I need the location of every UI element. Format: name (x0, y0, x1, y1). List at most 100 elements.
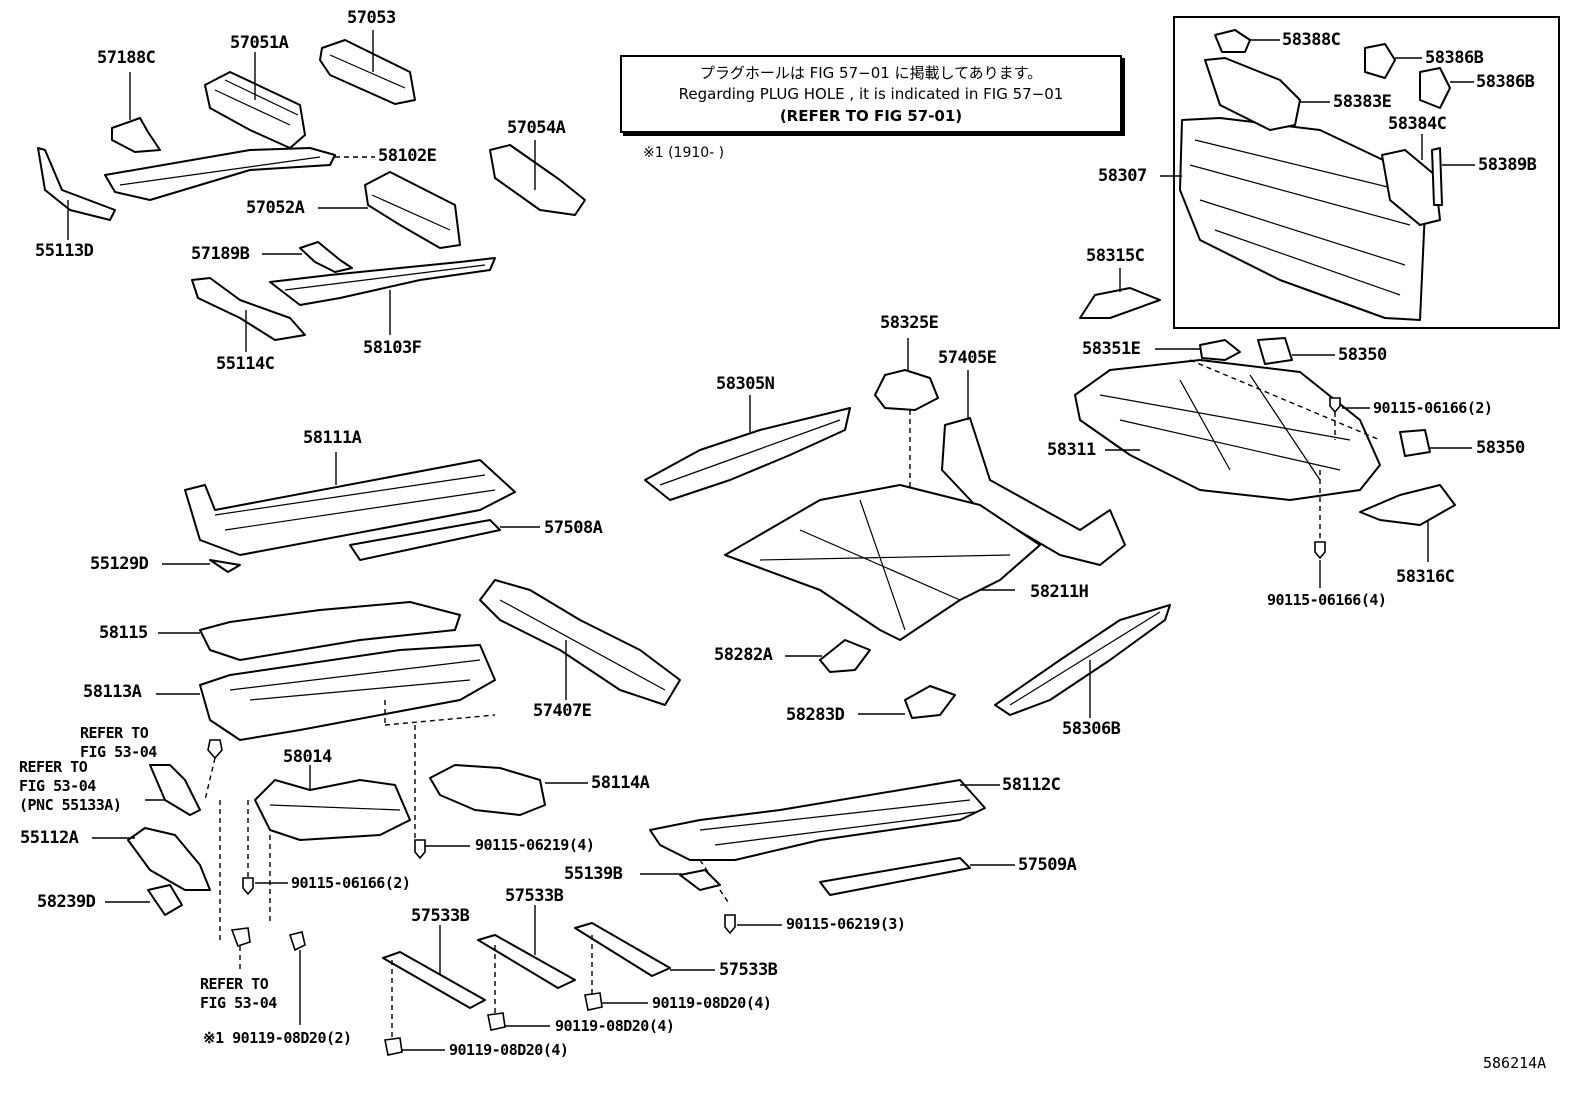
inset-frame (1173, 16, 1560, 329)
label-55139b: 55139B (564, 864, 623, 884)
part-58211h-shape (724, 484, 1041, 641)
part-58350-shape-2 (1399, 429, 1431, 457)
label-90119-08d20-4-a: 90119-08D20(4) (652, 994, 772, 1012)
bolt-ref-53-04-a-shape (207, 739, 223, 760)
label-90115-06219-3: 90115-06219(3) (786, 915, 906, 933)
label-refer-to-b-2: FIG 53-04 (19, 777, 96, 795)
label-58113a: 58113A (83, 682, 142, 702)
label-57188c: 57188C (97, 48, 156, 68)
label-58315c: 58315C (1086, 246, 1145, 266)
label-58115: 58115 (99, 623, 148, 643)
label-58384c: 58384C (1388, 114, 1447, 134)
label-57407e: 57407E (533, 701, 592, 721)
part-58102e-shape (104, 147, 336, 201)
label-58389b: 58389B (1478, 155, 1537, 175)
part-57188c-shape (111, 117, 161, 153)
label-58386b-1: 58386B (1425, 48, 1484, 68)
note-japanese: プラグホールは FIG 57−01 に掲載してあります。 (699, 64, 1043, 82)
label-55112a: 55112A (20, 828, 79, 848)
part-58389b-shape (1431, 147, 1443, 206)
label-90119-08d20-2: ※1 90119-08D20(2) (203, 1029, 352, 1047)
part-58014-shape (254, 779, 411, 841)
label-58114a: 58114A (591, 773, 650, 793)
part-57407e-shape (479, 579, 681, 706)
part-55113d-shape (37, 147, 116, 221)
label-58350-2: 58350 (1476, 438, 1525, 458)
part-58115-shape (199, 601, 461, 661)
label-58388c: 58388C (1282, 30, 1341, 50)
part-57052a-shape (364, 171, 461, 249)
part-58325e-shape (874, 369, 939, 411)
bolt-90119-08d20-b-shape (487, 1012, 506, 1031)
label-58239d: 58239D (37, 892, 96, 912)
label-57054a: 57054A (507, 118, 566, 138)
label-58383e: 58383E (1333, 92, 1392, 112)
label-58282a: 58282A (714, 645, 773, 665)
part-58384c-shape (1381, 149, 1441, 226)
part-58103f-shape (269, 257, 496, 306)
label-57509a: 57509A (1018, 855, 1077, 875)
label-90119-08d20-4-b: 90119-08D20(4) (555, 1017, 675, 1035)
label-refer-to-a-1: REFER TO (80, 724, 149, 742)
label-57052a: 57052A (246, 198, 305, 218)
label-57053: 57053 (347, 8, 396, 28)
part-58383e-shape (1204, 57, 1301, 131)
figure-id: 586214A (1483, 1054, 1547, 1072)
part-58351e-shape (1199, 339, 1241, 361)
reference-note-box: プラグホールは FIG 57−01 に掲載してあります。 Regarding P… (620, 55, 1122, 133)
label-58350-1: 58350 (1338, 345, 1387, 365)
label-58111a: 58111A (303, 428, 362, 448)
label-refer-to-b-1: REFER TO (19, 758, 88, 776)
part-58114a-shape (429, 764, 546, 816)
part-58388c-shape (1214, 29, 1251, 53)
part-58386b-shape-2 (1419, 67, 1451, 109)
part-57533b-shape-1 (382, 951, 486, 1009)
label-refer-to-c-1: REFER TO (200, 975, 269, 993)
bolt-90115-06219-3-shape (724, 914, 736, 935)
label-58325e: 58325E (880, 313, 939, 333)
label-58211h: 58211H (1030, 582, 1089, 602)
label-refer-to-a-2: FIG 53-04 (80, 743, 157, 761)
part-58350-shape-1 (1257, 337, 1293, 365)
label-refer-to-c-2: FIG 53-04 (200, 994, 277, 1012)
part-55133a-shape (149, 764, 201, 816)
part-55129d-shape (209, 559, 241, 573)
part-55114c-shape (191, 277, 306, 341)
bolt-90115-06166-a-shape (1329, 397, 1341, 414)
label-58305n: 58305N (716, 374, 775, 394)
label-55129d: 55129D (90, 554, 149, 574)
bolt-ref-53-04-c-shape (230, 927, 251, 948)
label-90115-06219-4: 90115-06219(4) (475, 836, 595, 854)
part-55139b-shape (679, 869, 721, 891)
part-58386b-shape-1 (1364, 43, 1396, 79)
bolt-90119-08d20-c-shape (384, 1037, 403, 1056)
part-58311-shape (1074, 359, 1381, 501)
label-58103f: 58103F (363, 338, 422, 358)
part-57189b-shape (299, 241, 353, 273)
part-57405e-shape (941, 417, 1126, 566)
bolt-90115-06219-4-shape (414, 839, 426, 860)
label-57533b-1: 57533B (411, 906, 470, 926)
bolt-90115-06166-b-shape (1314, 541, 1326, 560)
label-58102e: 58102E (378, 146, 437, 166)
label-58014: 58014 (283, 747, 332, 767)
label-57533b-3: 57533B (719, 960, 778, 980)
label-58316c: 58316C (1396, 567, 1455, 587)
label-57533b-2: 57533B (505, 886, 564, 906)
label-58306b: 58306B (1062, 719, 1121, 739)
label-58351e: 58351E (1082, 339, 1141, 359)
label-57405e: 57405E (938, 348, 997, 368)
bolt-90119-08d20-a-shape (584, 992, 603, 1011)
part-58239d-shape (147, 884, 183, 916)
part-58111a-shape (184, 459, 516, 556)
bolt-90119-08d20-2-shape (288, 931, 306, 952)
part-58112c-shape (649, 779, 986, 861)
part-58113a-shape (199, 644, 496, 741)
label-55113d: 55113D (35, 241, 94, 261)
part-58316c-shape (1359, 484, 1456, 526)
part-58315c-shape (1079, 287, 1161, 319)
part-57533b-shape-2 (477, 934, 576, 989)
part-57508a-shape (349, 519, 501, 561)
